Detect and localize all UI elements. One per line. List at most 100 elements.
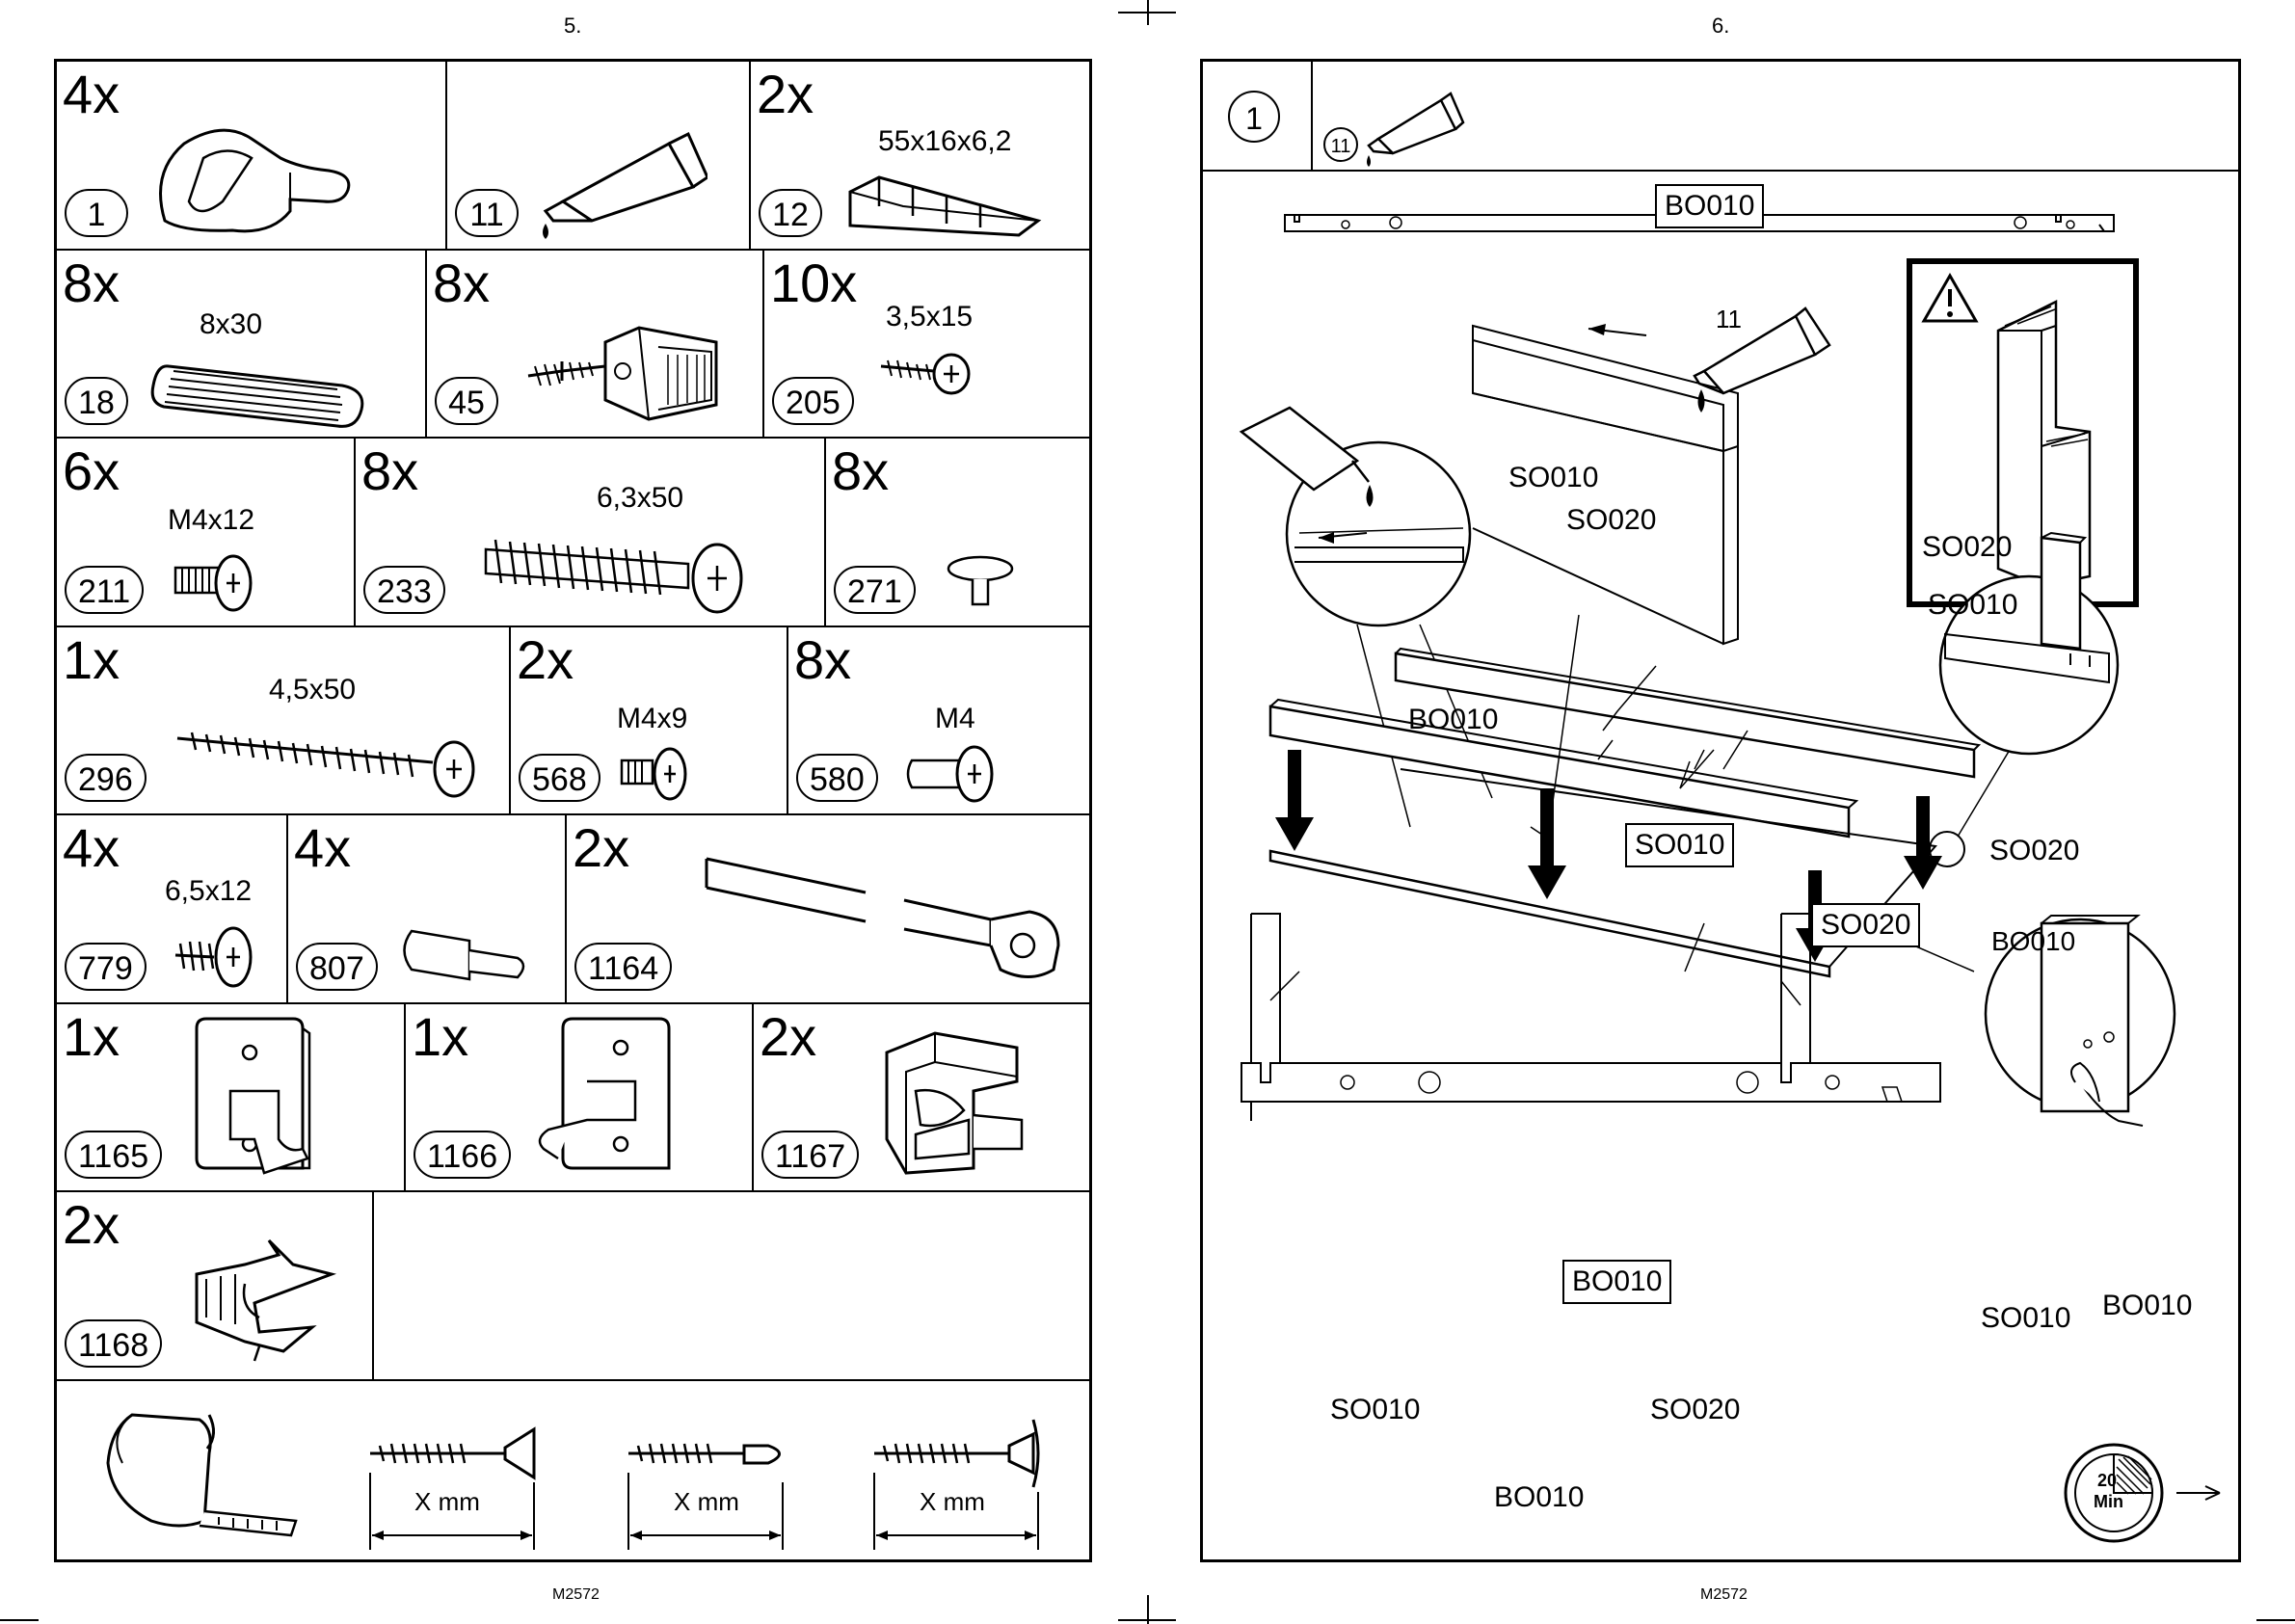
part-cell: 1x 4,5x50 296 xyxy=(57,627,511,813)
shelf-pin-icon xyxy=(403,929,525,981)
part-quantity: 2x xyxy=(757,64,814,124)
left-page-number: 5. xyxy=(564,13,582,38)
part-cell: 6x M4x12 211 xyxy=(57,439,356,626)
part-dimension: 6,3x50 xyxy=(597,482,684,514)
part-label: SO010 xyxy=(1981,1302,2071,1334)
part-quantity: 8x xyxy=(63,253,120,313)
part-label: BO010 xyxy=(1494,1481,1585,1513)
part-cell: 1x 1166 xyxy=(406,1004,754,1190)
wedge-shims-icon xyxy=(848,175,1042,237)
round-head-screw-icon xyxy=(627,1443,784,1550)
measure-label: X mm xyxy=(674,1487,739,1516)
part-id-badge: 1166 xyxy=(414,1131,512,1179)
part-id-badge: 11 xyxy=(455,189,519,237)
tape-measure-icon xyxy=(106,1413,298,1537)
part-id-badge: 271 xyxy=(834,566,916,614)
part-id-badge: 211 xyxy=(65,566,145,614)
part-dimension: 6,5x12 xyxy=(165,875,253,907)
part-label: SO020 xyxy=(1650,1394,1741,1425)
part-quantity: 10x xyxy=(770,253,858,313)
part-cell: 4x 1 xyxy=(57,62,447,249)
hinge-plate-icon xyxy=(195,1017,311,1175)
part-id-badge: 568 xyxy=(519,754,600,802)
part-label: BO010 xyxy=(2102,1290,2193,1321)
hinge-plate-bent-icon xyxy=(538,1017,671,1170)
part-cell: 8x 271 xyxy=(826,439,1089,626)
part-quantity: 8x xyxy=(361,440,419,501)
part-cell: 4x 807 xyxy=(288,815,567,1002)
part-quantity: 6x xyxy=(63,440,120,501)
timer-value: 20 xyxy=(2097,1471,2118,1490)
part-quantity: 2x xyxy=(63,1194,120,1255)
part-quantity: 2x xyxy=(517,629,574,690)
part-cell: 2x 1168 xyxy=(57,1192,374,1379)
part-cell: 11 xyxy=(447,62,751,249)
part-quantity: 2x xyxy=(573,817,630,878)
handle-bracket-icon xyxy=(159,128,351,233)
part-id-badge: 779 xyxy=(65,943,147,991)
pan-head-screw-icon xyxy=(873,1419,1040,1550)
measure-label: X mm xyxy=(414,1487,480,1516)
part-dimension: M4x9 xyxy=(617,703,688,734)
part-id-badge: 45 xyxy=(435,377,498,425)
connector-bolt-icon xyxy=(906,745,994,803)
part-id-badge: 18 xyxy=(65,377,128,425)
latch-clip-icon xyxy=(195,1238,337,1362)
stopwatch-icon xyxy=(2064,1443,2221,1543)
part-quantity: 1x xyxy=(63,629,120,690)
wood-screw-icon xyxy=(174,926,253,988)
part-quantity: 8x xyxy=(433,253,491,313)
timer-unit: Min xyxy=(2094,1492,2123,1511)
part-id-badge: 1 xyxy=(65,189,128,237)
part-label-box: SO010 xyxy=(1625,823,1735,867)
part-id-badge: 580 xyxy=(796,754,878,802)
header-divider xyxy=(1311,62,1313,170)
parts-row: 1x 1165 1x 1166 2x xyxy=(57,1004,1089,1192)
crop-mark xyxy=(1147,1595,1149,1624)
part-quantity: 1x xyxy=(63,1006,120,1067)
assembly-step: 1 11 xyxy=(1200,59,2241,1562)
part-cell: 2x 55x16x6,2 12 xyxy=(751,62,1089,249)
part-id-badge: 1167 xyxy=(761,1131,860,1179)
part-dimension: 3,5x15 xyxy=(886,301,974,333)
part-quantity: 4x xyxy=(294,817,352,878)
part-id-badge: 12 xyxy=(759,189,822,237)
parts-row: 1x 4,5x50 296 2x M4x9 568 8x M4 xyxy=(57,627,1089,815)
glue-tube-icon xyxy=(1367,92,1465,167)
right-page-number: 6. xyxy=(1712,13,1730,38)
part-quantity: 8x xyxy=(794,629,852,690)
glue-tube-icon xyxy=(543,131,707,239)
part-label: SO010 xyxy=(1330,1394,1421,1425)
step-header: 1 11 xyxy=(1203,62,2238,172)
part-label: SO010 xyxy=(1508,462,1599,493)
part-dimension: M4x12 xyxy=(168,504,255,536)
part-label: SO020 xyxy=(1922,531,2013,563)
right-footer-code: M2572 xyxy=(1700,1586,1748,1603)
measure-label: X mm xyxy=(920,1487,985,1516)
part-id-badge: 1165 xyxy=(65,1131,163,1179)
part-cell: 2x M4x9 568 xyxy=(511,627,788,813)
part-dimension: 55x16x6,2 xyxy=(878,125,1012,157)
part-label-box: BO010 xyxy=(1562,1260,1672,1304)
part-label-box: BO010 xyxy=(1655,184,1765,228)
part-cell: 8x M4 580 xyxy=(788,627,1089,813)
assembly-diagram xyxy=(1239,214,2176,1127)
crop-mark xyxy=(2256,1619,2295,1621)
part-cell: 8x 8x30 18 xyxy=(57,251,427,437)
part-cell: 8x 45 xyxy=(427,251,764,437)
part-id-badge: 1164 xyxy=(574,943,673,991)
step-number: 1 xyxy=(1228,91,1280,143)
parts-row: 6x M4x12 211 8x 6,3x50 233 8x xyxy=(57,439,1089,627)
part-cell: 10x 3,5x15 205 xyxy=(764,251,1089,437)
part-quantity: 1x xyxy=(412,1006,469,1067)
part-label: SO020 xyxy=(1566,504,1657,536)
step-part-id: 11 xyxy=(1323,127,1358,162)
parts-row: 4x 1 11 2x 55x16x6,2 xyxy=(57,62,1089,251)
part-cell: 1x 1165 xyxy=(57,1004,406,1190)
countersunk-screw-icon xyxy=(369,1426,536,1550)
rail-bar-icon xyxy=(705,857,1060,978)
part-dimension: 4,5x50 xyxy=(269,674,357,706)
small-screw-icon xyxy=(880,353,971,395)
part-dimension: 8x30 xyxy=(200,308,263,340)
part-quantity: 2x xyxy=(760,1006,817,1067)
